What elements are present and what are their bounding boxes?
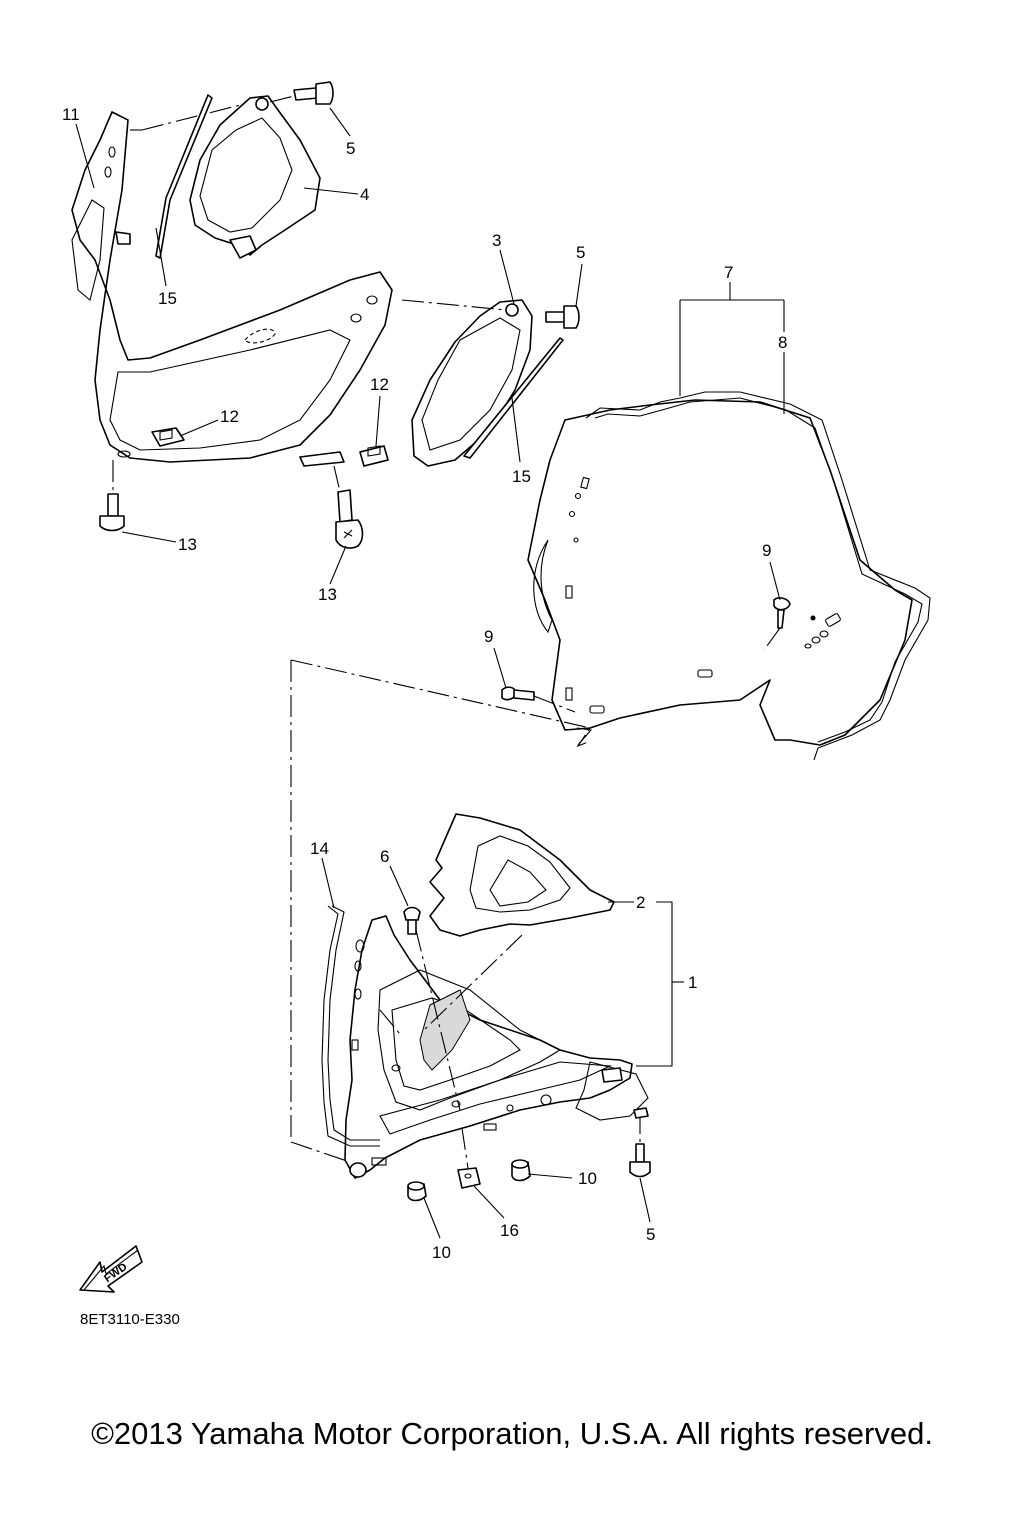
fwd-arrow-icon: FWD xyxy=(79,1245,143,1293)
callout-3: 3 xyxy=(492,231,501,250)
callout-16: 16 xyxy=(500,1221,519,1240)
bolt-part-5-lower xyxy=(629,1107,651,1178)
grommet-part-10-left xyxy=(407,1181,427,1202)
duct-part-4 xyxy=(189,95,321,259)
duct-part-3 xyxy=(411,299,533,467)
parts-diagram: 11 5 4 15 3 5 7 8 12 12 15 13 13 9 9 14 … xyxy=(62,81,931,1328)
callout-13-right: 13 xyxy=(318,585,337,604)
callout-9-right: 9 xyxy=(762,541,771,560)
callout-12-right: 12 xyxy=(370,375,389,394)
callout-7: 7 xyxy=(724,263,733,282)
clip-part-12-left xyxy=(151,427,185,447)
screw-part-6 xyxy=(403,906,421,935)
diagram-code: 8ET3110-E330 xyxy=(80,1311,180,1328)
callout-4: 4 xyxy=(360,185,369,204)
windscreen-part-7 xyxy=(527,399,913,746)
copyright-notice: ©2013 Yamaha Motor Corporation, U.S.A. A… xyxy=(91,1416,933,1451)
callout-10-right: 10 xyxy=(578,1169,597,1188)
callout-11: 11 xyxy=(62,105,80,124)
callout-2: 2 xyxy=(636,893,645,912)
callout-12-left: 12 xyxy=(220,407,239,426)
callout-6: 6 xyxy=(380,847,389,866)
windscreen-part-2 xyxy=(429,813,615,937)
callout-15-upper: 15 xyxy=(158,289,177,308)
clip-part-16 xyxy=(457,1127,481,1189)
callout-14: 14 xyxy=(310,839,329,858)
inner-panel-part-11 xyxy=(71,111,393,467)
windscreen-holes xyxy=(565,476,841,714)
callout-10-left: 10 xyxy=(432,1243,451,1262)
callout-5-top: 5 xyxy=(346,139,355,158)
callout-15-right: 15 xyxy=(512,467,531,486)
clip-part-12-right xyxy=(359,445,389,467)
bolt-part-5-mid xyxy=(545,305,580,329)
callout-13-left: 13 xyxy=(178,535,197,554)
bolt-part-5-top xyxy=(269,81,334,105)
screw-part-13-right xyxy=(333,465,364,549)
grommet-part-10-right xyxy=(511,1159,531,1182)
callout-5-lower: 5 xyxy=(646,1225,655,1244)
callout-8: 8 xyxy=(778,333,787,352)
screw-part-13-left xyxy=(99,460,125,532)
callout-labels: 11 5 4 15 3 5 7 8 12 12 15 13 13 9 9 14 … xyxy=(62,105,787,1262)
callout-5-mid: 5 xyxy=(576,243,585,262)
callout-1: 1 xyxy=(688,973,697,992)
callout-9-left: 9 xyxy=(484,627,493,646)
seal-part-8 xyxy=(585,391,931,761)
screw-part-9-left xyxy=(501,686,576,713)
cowling-part-1 xyxy=(344,915,649,1179)
seal-part-14 xyxy=(321,905,380,1147)
